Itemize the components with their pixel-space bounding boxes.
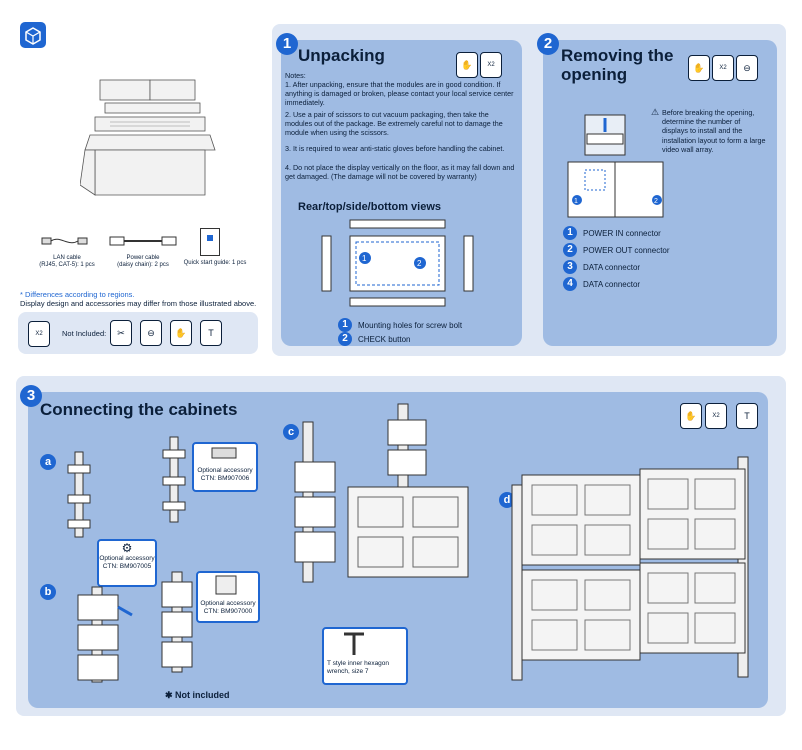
bracket-a-illustration: [67, 451, 91, 538]
two-person-icon: X2: [705, 403, 727, 429]
note-4: 4. Do not place the display vertically o…: [285, 163, 515, 182]
not-included-label: Not Included:: [62, 329, 107, 338]
notes-heading: Notes:: [285, 71, 306, 80]
design-note: Display design and accessories may diffe…: [20, 299, 257, 308]
package-illustration: [80, 79, 216, 196]
callout-accessory-a: Optional accessory CTN: BM907006: [192, 442, 258, 492]
svg-text:1: 1: [574, 198, 578, 205]
callout-hex-wrench: T style inner hexagon wrench, size 7: [322, 627, 408, 685]
quick-start-guide-label: Quick start guide: 1 pcs: [183, 260, 247, 266]
tools-icon: ✂: [110, 320, 132, 346]
svg-text:2: 2: [654, 198, 658, 205]
opening-diagram: 1 2: [567, 114, 664, 218]
section2-title-line1: Removing the: [561, 46, 674, 65]
screwdriver-icon: ⊖: [140, 320, 162, 346]
gloves-icon: ✋: [680, 403, 702, 429]
power-cable-icon: [109, 236, 177, 246]
hex-wrench-icon: T: [736, 403, 758, 429]
svg-text:1: 1: [362, 254, 367, 263]
svg-text:2: 2: [417, 259, 422, 268]
lan-cable-label: LAN cable (RJ45, CAT-5): 1 pcs: [39, 255, 95, 268]
section1-title: Unpacking: [298, 46, 385, 65]
quick-start-guide-icon: [200, 228, 220, 256]
regions-note: * Differences according to regions.: [20, 290, 135, 299]
section1-number: 1: [276, 33, 298, 55]
not-included-note: ✱ Not included: [165, 690, 230, 700]
cabinet-b-illustration: [77, 586, 133, 683]
warning-icon: ⚠: [651, 107, 660, 117]
section3-title: Connecting the cabinets: [40, 400, 238, 419]
note-1: 1. After unpacking, ensure that the modu…: [285, 80, 514, 108]
section3-number: 3: [20, 385, 42, 407]
step-d-label: d: [499, 492, 515, 508]
two-person-icon: X2: [712, 55, 734, 81]
opening-warning: Before breaking the opening, determine t…: [662, 108, 766, 154]
hex-wrench-icon: T: [200, 320, 222, 346]
legend-check-button: 2 CHECK button: [338, 332, 410, 346]
legend-mounting-holes: 1 Mounting holes for screw bolt: [338, 318, 462, 332]
video-wall-d-illustration: [511, 456, 749, 681]
step-b-label: b: [40, 584, 56, 600]
callout-accessory-b2: Optional accessory CTN: BM907000: [196, 571, 260, 623]
lan-cable-icon: [41, 237, 88, 245]
step-a-label: a: [40, 454, 56, 470]
screwdriver-icon: ⊖: [736, 55, 758, 81]
gloves-icon: ✋: [456, 52, 478, 78]
unpacking-panel: [281, 40, 522, 346]
power-cable-label: Power cable (daisy chain): 2 pcs: [117, 255, 169, 268]
cabinet-c-illustration: [294, 403, 469, 583]
gloves-icon: ✋: [170, 320, 192, 346]
bracket-a2-illustration: [162, 436, 186, 523]
two-person-icon: X2: [480, 52, 502, 78]
cabinet-views-diagram: 1 2: [321, 219, 474, 307]
section2-title-line2: opening: [561, 65, 628, 84]
note-2: 2. Use a pair of scissors to cut vacuum …: [285, 110, 503, 138]
cabinet-b2-illustration: [161, 571, 193, 673]
not-included-panel: [18, 312, 258, 354]
gloves-icon: ✋: [688, 55, 710, 81]
box-icon: [20, 22, 46, 48]
two-person-icon: X2: [28, 321, 50, 347]
step-c-label: c: [283, 424, 299, 440]
section2-number: 2: [537, 33, 559, 55]
note-3: 3. It is required to wear anti-static gl…: [285, 144, 505, 153]
views-title: Rear/top/side/bottom views: [298, 201, 442, 213]
callout-accessory-b1: ⚙ Optional accessory CTN: BM907005: [97, 539, 157, 587]
